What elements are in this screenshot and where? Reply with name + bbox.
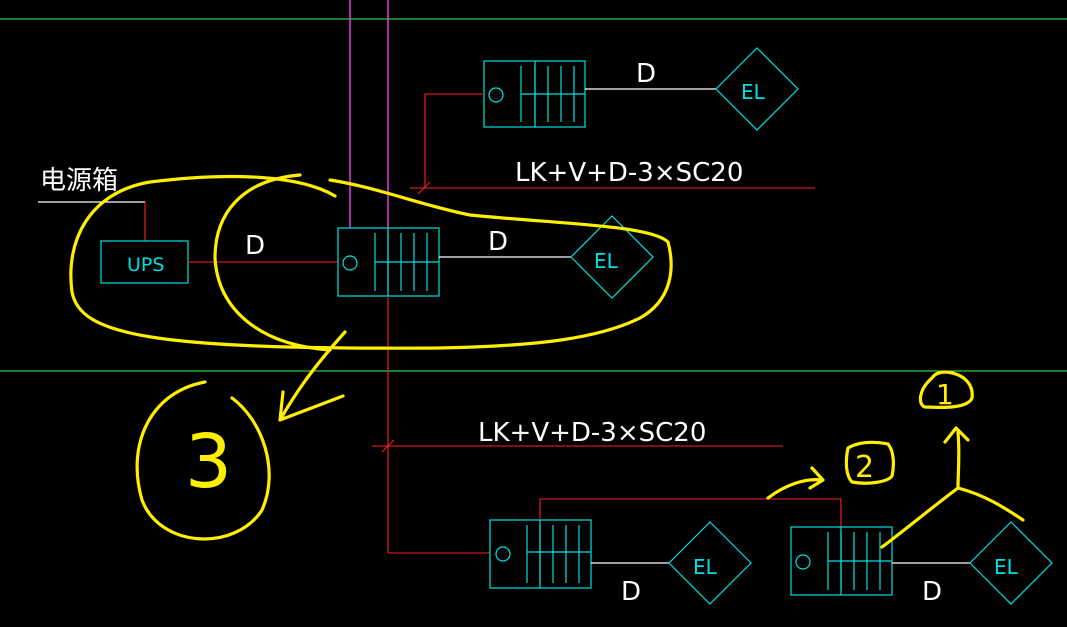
wire-label-d-bottom-right: D xyxy=(922,577,942,607)
power-box-label: 电源箱 xyxy=(40,166,118,196)
handwritten-loop-inner xyxy=(213,173,332,352)
el-symbol-bottom-left[interactable]: EL xyxy=(668,521,752,605)
svg-text:EL: EL xyxy=(741,80,766,104)
handwritten-arrow-2 xyxy=(766,466,825,500)
svg-text:EL: EL xyxy=(594,249,619,273)
el-symbol-middle[interactable]: EL xyxy=(570,215,654,299)
svg-text:EL: EL xyxy=(693,555,718,579)
svg-text:UPS: UPS xyxy=(127,254,164,276)
wire-label-d-middle: D xyxy=(488,227,508,257)
svg-text:EL: EL xyxy=(994,555,1019,579)
link-wire-bottom xyxy=(539,498,842,527)
el-symbol-bottom-right[interactable]: EL xyxy=(969,521,1053,605)
device-bottom-left[interactable] xyxy=(489,519,592,589)
handwritten-arrow-3 xyxy=(278,330,347,422)
feed-wire-top xyxy=(424,93,484,188)
wire-label-d-ups: D xyxy=(245,231,265,261)
el-symbol-top[interactable]: EL xyxy=(715,47,799,131)
device-bottom-right[interactable] xyxy=(790,526,893,596)
device-middle[interactable] xyxy=(337,227,440,297)
handwritten-mark-2: 2 xyxy=(855,450,874,485)
device-top[interactable] xyxy=(483,60,586,128)
handwritten-mark-1: 1 xyxy=(936,378,954,411)
handwritten-circle-3 xyxy=(135,380,271,541)
ups-box[interactable]: UPS xyxy=(100,240,189,284)
wire-label-d-top: D xyxy=(636,59,656,89)
wire-label-d-bottom-left: D xyxy=(621,577,641,607)
handwritten-loop-outer xyxy=(69,174,673,350)
cable-tick-lower xyxy=(381,439,395,453)
cable-spec-upper: LK+V+D-3×SC20 xyxy=(515,158,743,188)
handwritten-circle-1 xyxy=(918,370,974,410)
cable-tick-upper xyxy=(417,181,431,195)
handwritten-tri-arrow-1 xyxy=(880,426,1025,549)
handwritten-mark-3: 3 xyxy=(185,419,232,505)
handwritten-box-2 xyxy=(844,440,895,485)
cable-spec-lower: LK+V+D-3×SC20 xyxy=(478,418,706,448)
